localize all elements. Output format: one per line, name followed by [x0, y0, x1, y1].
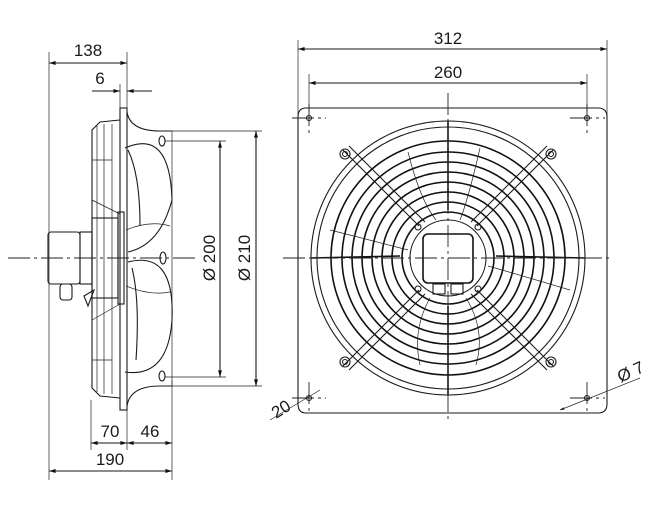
dim-diameter-200: Ø 200	[200, 235, 219, 281]
dim-46: 46	[141, 422, 160, 441]
dim-312: 312	[434, 29, 462, 48]
support-struts	[339, 145, 557, 371]
dim-hole-diameter-7: Ø 7	[614, 358, 647, 387]
dim-diameter-210: Ø 210	[235, 235, 254, 281]
dim-138: 138	[74, 41, 102, 60]
dim-6: 6	[95, 69, 104, 88]
dim-70: 70	[101, 422, 120, 441]
dim-260: 260	[434, 63, 462, 82]
dim-190: 190	[96, 450, 124, 469]
side-view: 138 6 70 46 190 Ø 200 Ø 210	[8, 41, 262, 480]
front-view: 312 260	[268, 29, 647, 422]
